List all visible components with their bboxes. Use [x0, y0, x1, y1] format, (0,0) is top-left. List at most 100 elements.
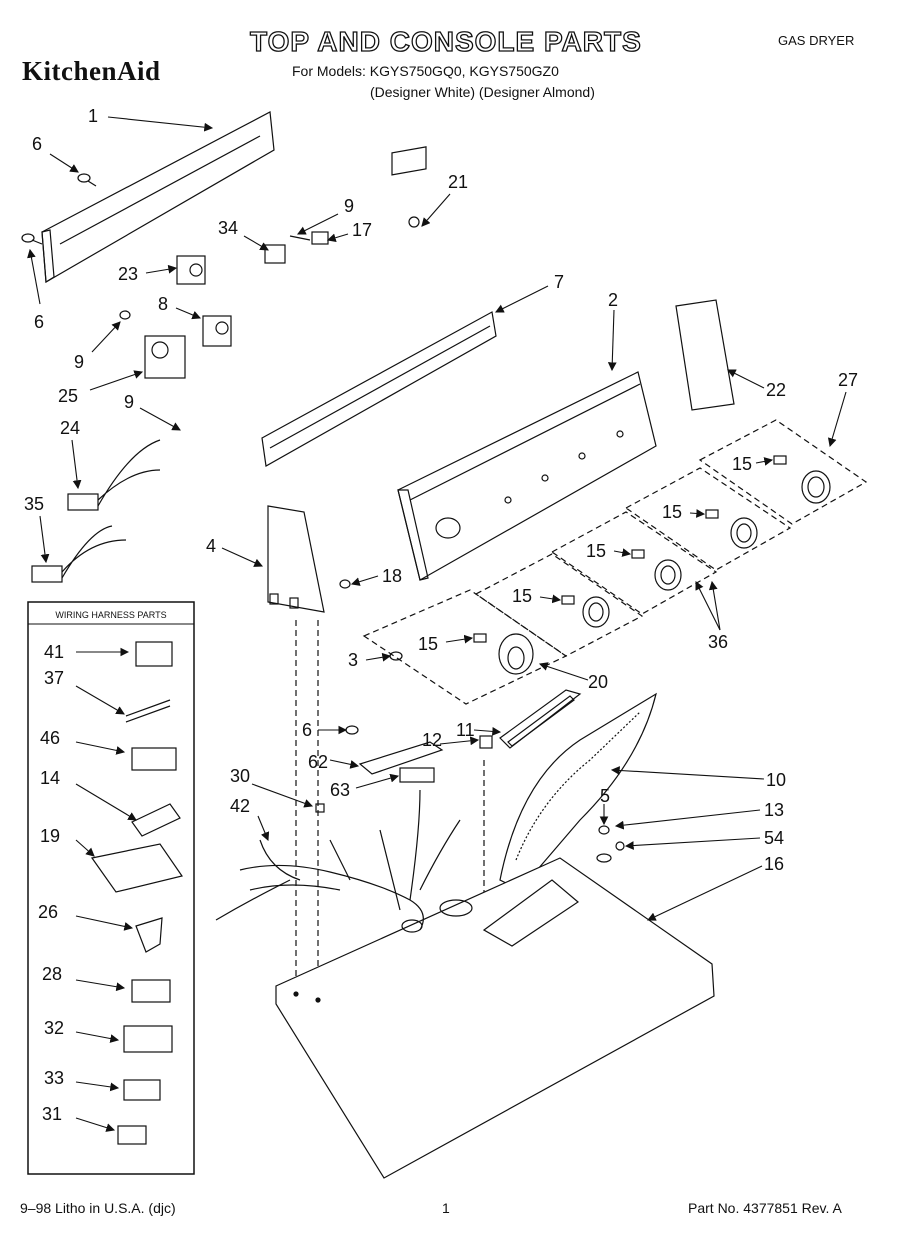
- connector-41: [135, 641, 173, 667]
- callout-label: 13: [764, 800, 784, 820]
- knob-part-36b: [654, 559, 682, 591]
- spacer-15: [773, 455, 787, 465]
- callout-label: 23: [118, 264, 138, 284]
- terminal-37: [125, 699, 171, 723]
- callout-label: 28: [42, 964, 62, 984]
- callout-label: 6: [32, 134, 42, 154]
- callout-label: 15: [418, 634, 438, 654]
- lint-chute-part-10: [499, 692, 657, 891]
- callout-label: 24: [60, 418, 80, 438]
- callout-label: 7: [554, 272, 564, 292]
- callout-label: 21: [448, 172, 468, 192]
- callout-label: 8: [158, 294, 168, 314]
- callout-label: 15: [732, 454, 752, 474]
- callout-label: 35: [24, 494, 44, 514]
- parts-drawing: [21, 111, 868, 1179]
- callout-label: 14: [40, 768, 60, 788]
- callout-label: 20: [588, 672, 608, 692]
- part-54: [615, 841, 625, 851]
- part-17: [311, 231, 329, 245]
- callout-label: 15: [512, 586, 532, 606]
- screw-part-6: [21, 173, 97, 245]
- switch-part-34: [264, 244, 286, 264]
- knob-part-36c: [582, 596, 610, 628]
- part-number: Part No. 4377851 Rev. A: [688, 1200, 842, 1216]
- timer-knob-part-20: [498, 633, 534, 675]
- callout-label: 9: [124, 392, 134, 412]
- callout-label: 4: [206, 536, 216, 556]
- rear-panel: [41, 111, 275, 283]
- callout-label: 15: [662, 502, 682, 522]
- callout-label: 30: [230, 766, 250, 786]
- callout-label: 54: [764, 828, 784, 848]
- callout-label: 9: [344, 196, 354, 216]
- harness-part-35: [31, 525, 127, 583]
- page-number: 1: [442, 1200, 450, 1216]
- callout-label: 31: [42, 1104, 62, 1124]
- part-62: [358, 741, 444, 775]
- leader-lines: [27, 116, 847, 1132]
- connector-46: [131, 747, 177, 771]
- connector-31: [117, 1125, 147, 1145]
- connector-26: [135, 917, 163, 953]
- knob-part-27: [801, 470, 831, 504]
- connector-19: [90, 843, 183, 893]
- callout-label: 6: [34, 312, 44, 332]
- print-info: 9–98 Litho in U.S.A. (djc): [20, 1200, 176, 1216]
- screw-part-13: [598, 825, 610, 835]
- switch-part-21: [391, 146, 427, 228]
- product-type: GAS DRYER: [778, 33, 855, 48]
- part-30: [315, 803, 325, 813]
- callout-label: 1: [88, 106, 98, 126]
- washer-part-5: [596, 853, 612, 863]
- callout-label: 15: [586, 541, 606, 561]
- callout-label: 17: [352, 220, 372, 240]
- callout-label: 34: [218, 218, 238, 238]
- part-23: [176, 255, 206, 285]
- wiring-harness-box: WIRING HARNESS PARTS: [27, 601, 195, 1175]
- knob-part-36a: [730, 517, 758, 549]
- callout-label: 22: [766, 380, 786, 400]
- callout-label: 32: [44, 1018, 64, 1038]
- models-line: For Models: KGYS750GQ0, KGYS750GZ0: [292, 63, 559, 79]
- part-18: [339, 579, 351, 589]
- wiring-box-title: WIRING HARNESS PARTS: [55, 610, 166, 620]
- connector-28: [131, 979, 171, 1003]
- callout-label: 62: [308, 752, 328, 772]
- callout-label: 26: [38, 902, 58, 922]
- connector-33: [123, 1079, 161, 1101]
- page-title: TOP AND CONSOLE PARTS: [249, 25, 642, 57]
- console-part-2: [397, 371, 657, 581]
- callout-label: 6: [302, 720, 312, 740]
- callout-labels: 1 6 6 21 9 34 17 23 7 8 2 9 22 25 27 9 2…: [24, 106, 858, 1124]
- callout-label: 11: [456, 720, 475, 740]
- designer-line: (Designer White) (Designer Almond): [370, 84, 595, 100]
- callout-label: 10: [766, 770, 786, 790]
- callout-label: 5: [600, 786, 610, 806]
- callout-label: 19: [40, 826, 60, 846]
- screw-part-3: [389, 651, 403, 661]
- callout-label: 36: [708, 632, 728, 652]
- end-cap-part-4: [267, 505, 325, 613]
- callout-label: 37: [44, 668, 64, 688]
- part-63: [399, 767, 435, 783]
- callout-label: 9: [74, 352, 84, 372]
- callout-label: 27: [838, 370, 858, 390]
- callout-label: 46: [40, 728, 60, 748]
- brand-logo: KitchenAid: [22, 56, 161, 86]
- wiring-harness-part-42: [215, 789, 461, 931]
- callout-label: 16: [764, 854, 784, 874]
- callout-label: 63: [330, 780, 350, 800]
- callout-label: 25: [58, 386, 78, 406]
- callout-label: 18: [382, 566, 402, 586]
- callout-label: 3: [348, 650, 358, 670]
- part-22: [675, 299, 735, 411]
- top-panel-part-16: [275, 857, 715, 1179]
- callout-label: 33: [44, 1068, 64, 1088]
- connector-32: [123, 1025, 173, 1053]
- connector-14: [131, 803, 181, 837]
- callout-label: 2: [608, 290, 618, 310]
- part-12: [479, 735, 493, 749]
- timer-part-25: [144, 335, 186, 379]
